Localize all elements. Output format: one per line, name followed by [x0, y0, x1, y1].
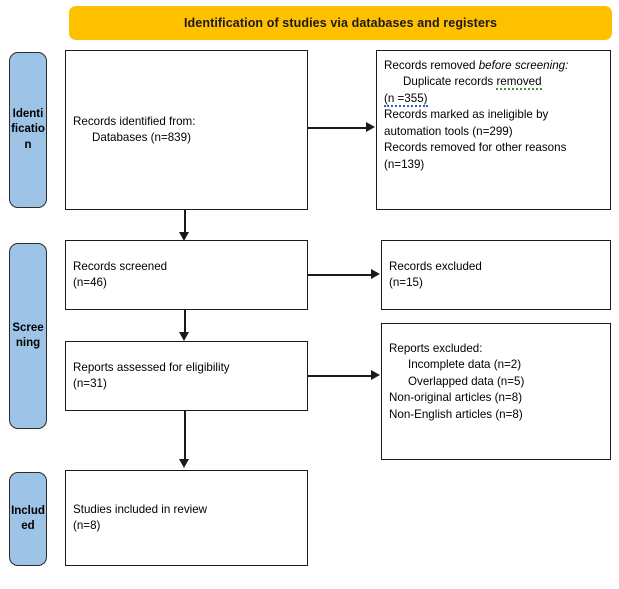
connector-screened-to-excluded: [308, 274, 373, 276]
connector-identified-to-screened: [184, 210, 186, 236]
box-records-screened: Records screened(n=46): [65, 240, 308, 310]
banner-label: Identification of studies via databases …: [183, 16, 498, 30]
arrowhead-assessed-to-excluded: [371, 370, 380, 380]
stage-label-screening: Screening: [9, 243, 47, 429]
box-studies-included-text: Studies included in review(n=8): [73, 502, 208, 532]
box-records-excluded: Records excluded(n=15): [381, 240, 611, 310]
box-records-excluded-text: Records excluded(n=15): [389, 259, 482, 289]
stage-label-included-text: Included: [11, 504, 45, 532]
box-records-removed: Records removed before screening:Duplica…: [376, 50, 611, 210]
stage-label-screening-text: Screening: [12, 321, 44, 349]
connector-identified-to-removed: [308, 127, 368, 129]
box-reports-assessed-text: Reports assessed for eligibility(n=31): [73, 360, 230, 390]
box-reports-excluded-text: Reports excluded:Incomplete data (n=2)Ov…: [389, 342, 525, 421]
arrowhead-identified-to-removed: [366, 122, 375, 132]
identification-phase-banner: Identification of studies via databases …: [69, 6, 612, 40]
box-studies-included: Studies included in review(n=8): [65, 470, 308, 566]
arrowhead-screened-to-excluded: [371, 269, 380, 279]
arrowhead-assessed-to-included: [179, 459, 189, 468]
connector-assessed-to-excluded: [308, 375, 373, 377]
box-records-removed-text: Records removed before screening:Duplica…: [384, 59, 570, 171]
stage-label-included: Included: [9, 472, 47, 566]
connector-assessed-to-included: [184, 411, 186, 463]
box-records-screened-text: Records screened(n=46): [73, 259, 168, 289]
stage-label-identification: Identification: [9, 52, 47, 208]
arrowhead-identified-to-screened: [179, 232, 189, 241]
arrowhead-screened-to-assessed: [179, 332, 189, 341]
stage-label-identification-text: Identification: [11, 108, 45, 151]
box-records-identified-text: Records identified from:Databases (n=839…: [73, 114, 196, 144]
box-reports-assessed: Reports assessed for eligibility(n=31): [65, 341, 308, 411]
box-records-identified: Records identified from:Databases (n=839…: [65, 50, 308, 210]
connector-screened-to-assessed: [184, 310, 186, 336]
box-reports-excluded: Reports excluded:Incomplete data (n=2)Ov…: [381, 323, 611, 460]
